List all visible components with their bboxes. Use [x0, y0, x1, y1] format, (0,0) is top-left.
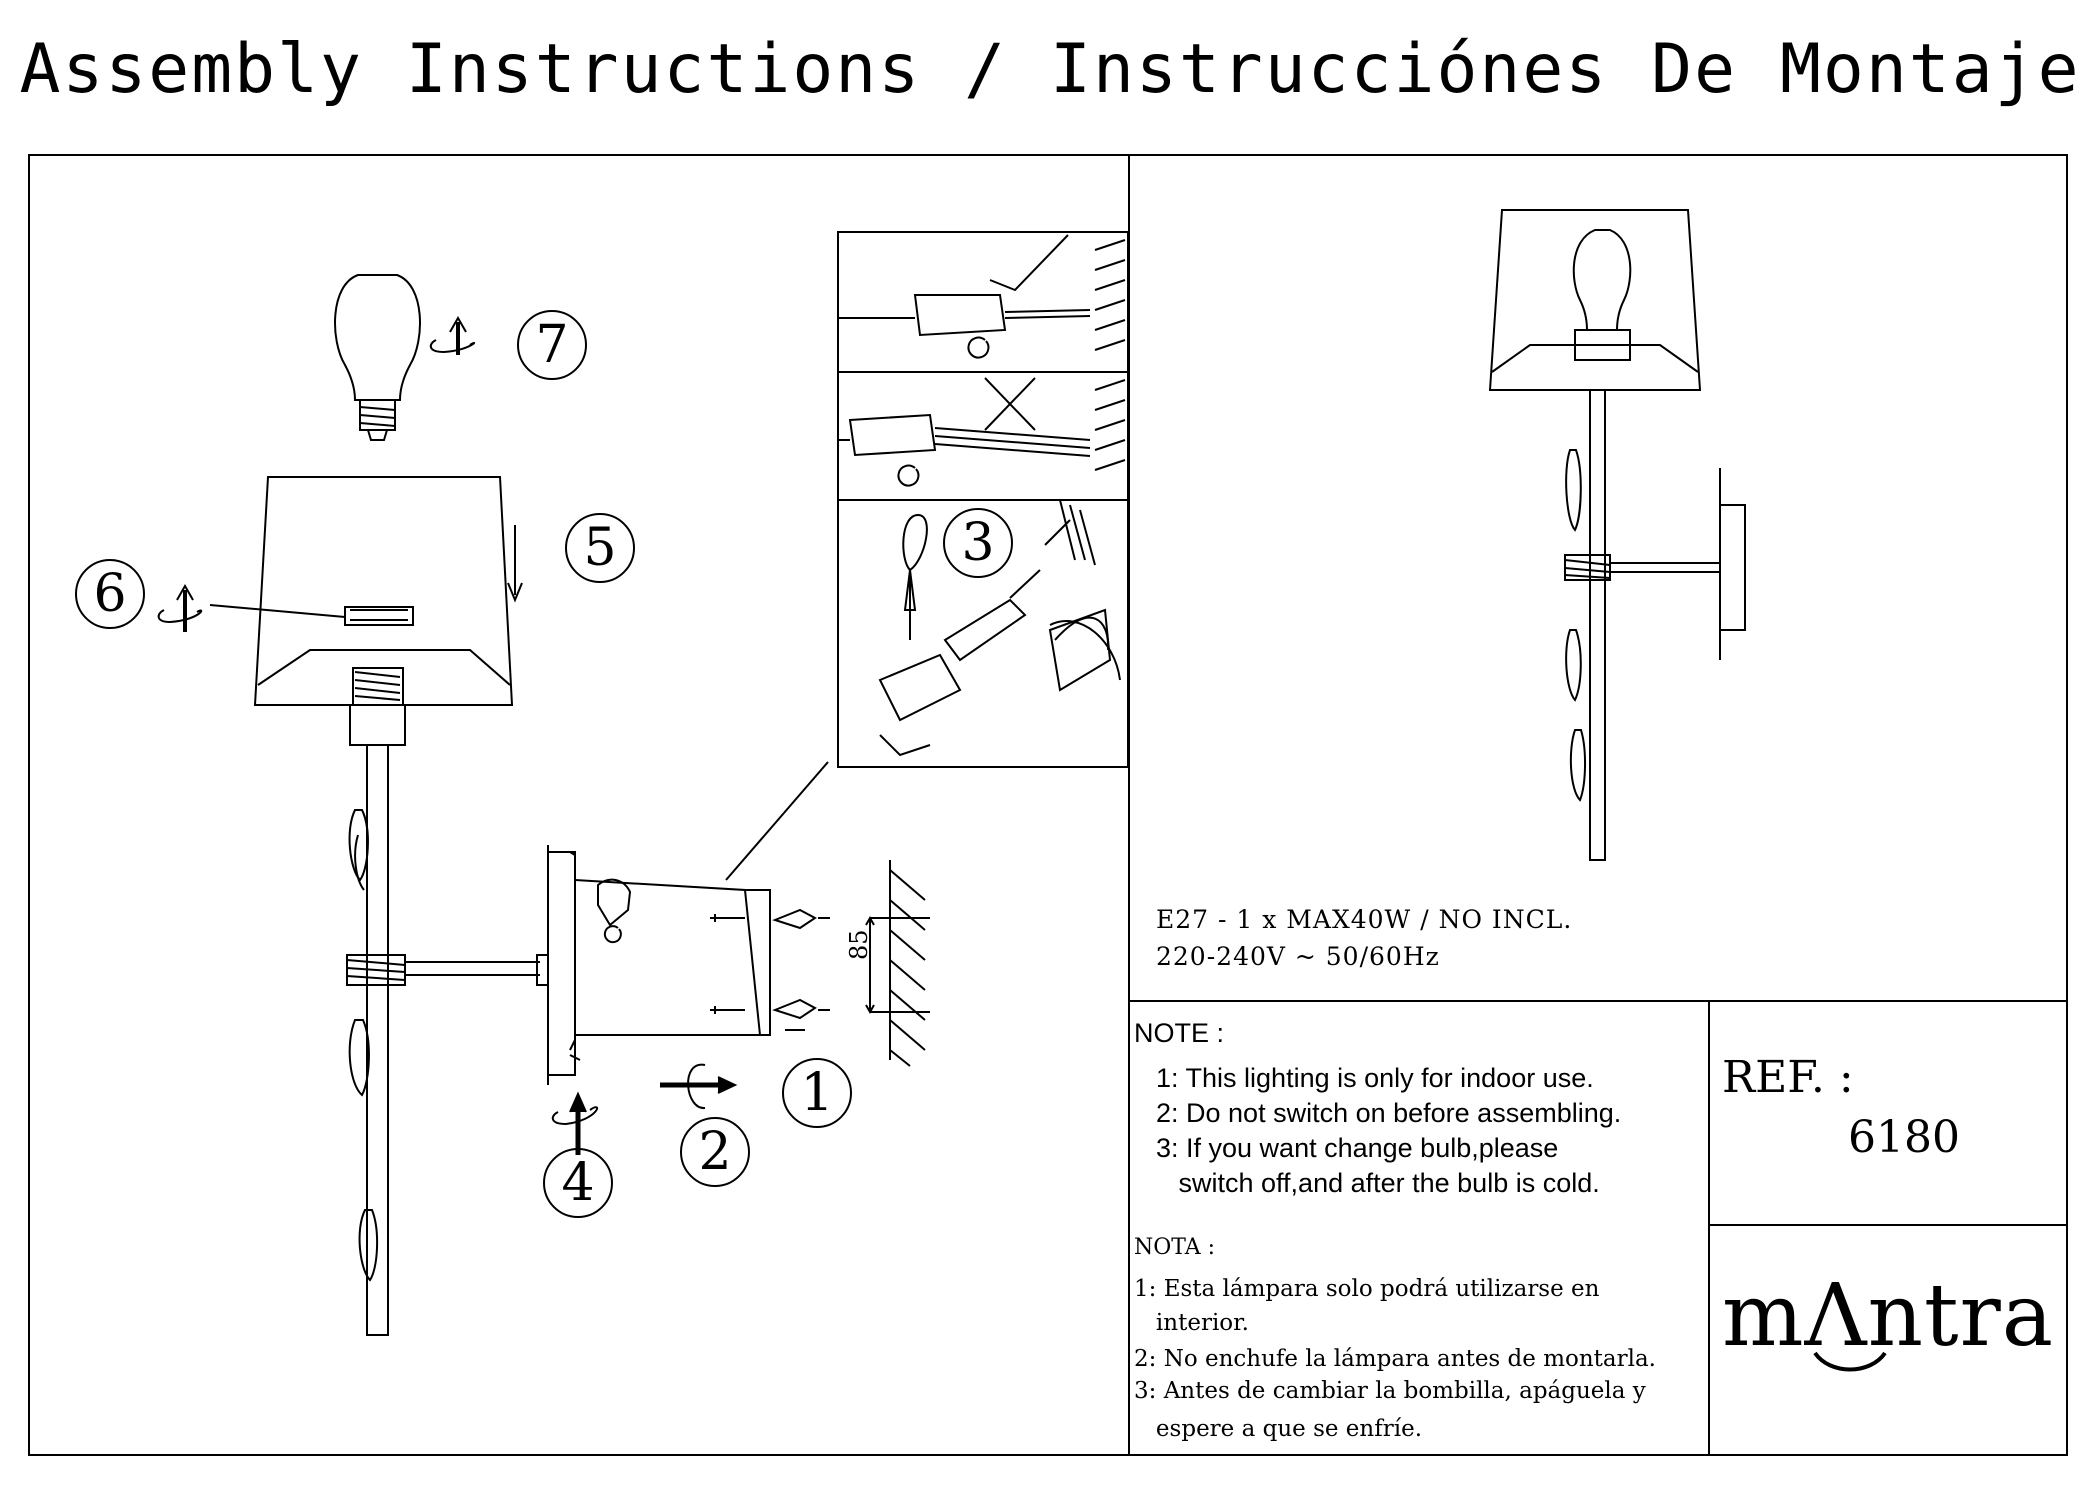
note-item: switch off,and after the bulb is cold. — [1156, 1168, 1600, 1198]
arrow-up-icon — [551, 1091, 599, 1155]
lamp-elevation-view — [1488, 209, 1746, 861]
mounting-dimension: 85 — [845, 929, 873, 960]
notes-top-divider — [1128, 1000, 2068, 1002]
step-number: 1 — [782, 1058, 852, 1128]
lamp-arm — [346, 954, 549, 986]
nota-item: 3: Antes de cambiar la bombilla, apáguel… — [1134, 1378, 1646, 1404]
step-number: 5 — [565, 513, 635, 583]
spec-line-bulb: E27 - 1 x MAX40W / NO INCL. — [1156, 905, 1573, 934]
page-title: Assembly Instructions / Instrucciónes De… — [19, 30, 2081, 109]
down-arrow-icon — [507, 525, 523, 603]
ref-brand-divider — [1708, 1224, 2068, 1226]
spec-line-voltage: 220-240V ~ 50/60Hz — [1156, 942, 1440, 971]
ref-number: 6180 — [1848, 1112, 1960, 1163]
lamp-socket — [349, 667, 406, 1336]
wall-section — [865, 860, 930, 1067]
nota-item: 2: No enchufe la lámpara antes de montar… — [1134, 1346, 1656, 1372]
note-item: 1: This lighting is only for indoor use. — [1156, 1063, 1594, 1093]
step-number: 2 — [680, 1117, 750, 1187]
nota-heading: NOTA : — [1134, 1235, 1216, 1260]
note-item: 2: Do not switch on before assembling. — [1156, 1098, 1622, 1128]
notes-ref-divider — [1708, 1000, 1710, 1456]
logo-smile-icon — [1813, 1351, 1887, 1372]
step-number: 6 — [75, 559, 145, 629]
ref-label: REF. : — [1722, 1052, 1854, 1103]
drawing-frame — [28, 154, 2068, 1456]
nota-item: 1: Esta lámpara solo podrá utilizarse en — [1134, 1276, 1600, 1302]
nota-item: interior. — [1134, 1310, 1249, 1336]
lamp-shade — [209, 476, 514, 706]
bulb-icon — [334, 274, 421, 441]
step-number: 4 — [543, 1148, 613, 1218]
stem-crystals — [348, 809, 379, 1282]
nota-item: espere a que se enfríe. — [1134, 1416, 1423, 1442]
arrow-right-icon — [660, 1063, 738, 1110]
wall-bracket — [547, 845, 771, 1085]
rotate-arrow-icon — [157, 583, 203, 632]
rotate-arrow-icon — [429, 315, 476, 355]
screws-and-anchors — [710, 908, 830, 1031]
step-number: 3 — [943, 508, 1013, 578]
panel-divider — [1128, 154, 1130, 1456]
step-number: 7 — [517, 310, 587, 380]
brand-logo: mΛntra — [1722, 1266, 2054, 1366]
note-item: 3: If you want change bulb,please — [1156, 1133, 1559, 1163]
note-heading: NOTE : — [1134, 1018, 1225, 1048]
wiring-detail-inset — [837, 231, 1129, 768]
